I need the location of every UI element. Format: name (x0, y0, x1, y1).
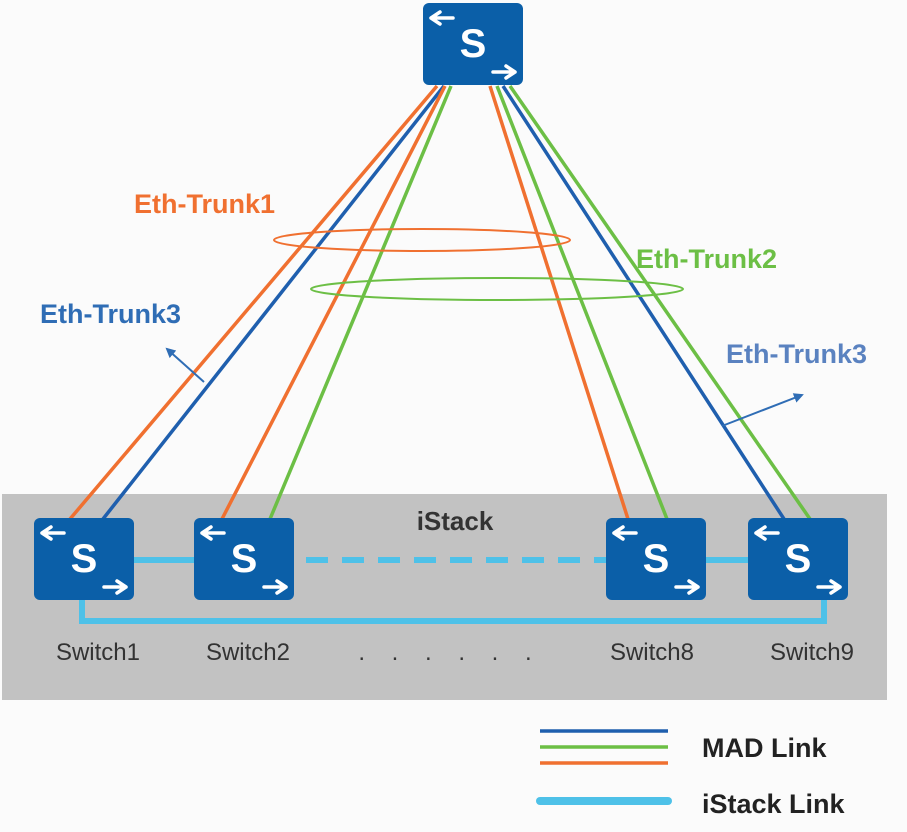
switch-label-9: Switch9 (770, 639, 854, 666)
eth-trunk3-left-label: Eth-Trunk3 (40, 299, 181, 329)
eth-trunk3-right-arrow (721, 393, 804, 427)
mad-link-green-sw2 (268, 85, 453, 520)
mad-link-orange-sw2 (220, 85, 447, 520)
switch-icon-9: S (746, 516, 850, 602)
switch-letter: S (460, 22, 487, 66)
eth-trunk2-label: Eth-Trunk2 (636, 244, 777, 274)
mad-link-orange-sw1 (68, 84, 439, 521)
legend-mad-label: MAD Link (702, 733, 827, 763)
istack-links (79, 557, 827, 624)
eth-trunk1-label: Eth-Trunk1 (134, 189, 275, 219)
switch-label-1: Switch1 (56, 639, 140, 666)
eth-trunk2-ellipse (310, 277, 684, 301)
mad-link-blue-sw9 (501, 85, 786, 520)
istack-area (2, 494, 887, 700)
istack-link-ring (79, 598, 827, 624)
mad-link-green-sw9 (508, 85, 812, 520)
switch-letter: S (785, 537, 812, 581)
legend: MAD Link iStack Link (536, 729, 846, 819)
eth-trunk1-ellipse (273, 228, 571, 252)
switch-letter: S (643, 537, 670, 581)
switch-label-2: Switch2 (206, 639, 290, 666)
switch-icon-top: S (421, 1, 525, 87)
switch-label-dots: . . . . . . (358, 639, 541, 666)
istack-title: iStack (417, 506, 494, 536)
mad-link-orange-sw8 (488, 85, 630, 520)
eth-trunk3-left-arrow (165, 347, 205, 383)
legend-istack-label: iStack Link (702, 789, 846, 819)
switch-letter: S (231, 537, 258, 581)
switch-icon-2: S (192, 516, 296, 602)
mad-links (68, 84, 812, 521)
switch-icon-1: S (32, 516, 136, 602)
mad-link-green-sw8 (495, 85, 669, 520)
switch-label-8: Switch8 (610, 639, 694, 666)
mad-link-blue-sw1 (101, 84, 446, 521)
switch-icon-8: S (604, 516, 708, 602)
switch-letter: S (71, 537, 98, 581)
eth-trunk3-right-label: Eth-Trunk3 (726, 339, 867, 369)
